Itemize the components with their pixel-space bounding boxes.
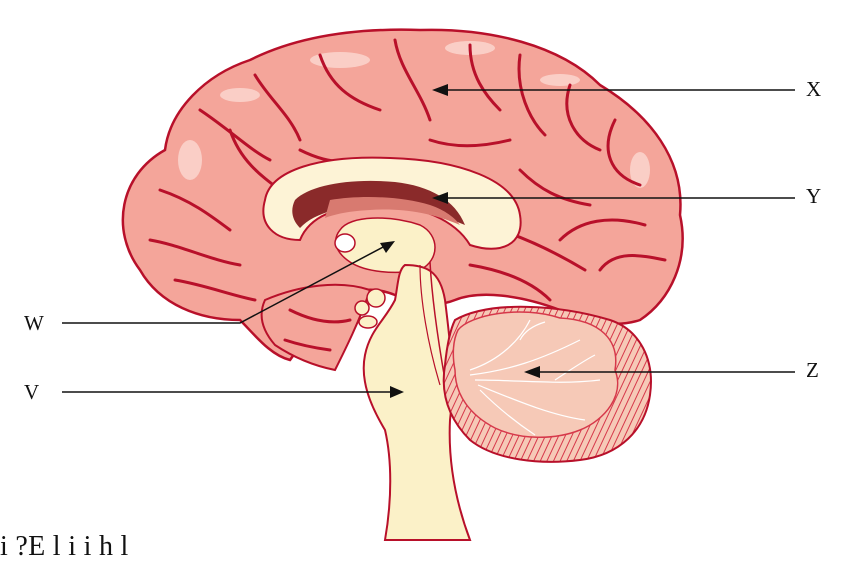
label-v: V bbox=[24, 380, 40, 404]
fourth-ventricle-line bbox=[419, 264, 441, 386]
label-y: Y bbox=[806, 184, 822, 208]
cerebral-aqueduct bbox=[429, 261, 446, 381]
fornix-bulb bbox=[334, 233, 356, 253]
ventricle-inner bbox=[325, 197, 460, 225]
question-caption: i ?E l i i h l bbox=[0, 531, 129, 562]
leader-lines bbox=[62, 89, 795, 393]
pituitary bbox=[354, 288, 386, 329]
label-z: Z bbox=[806, 358, 819, 382]
brainstem bbox=[362, 263, 472, 541]
label-x: X bbox=[806, 77, 822, 101]
temporal-lobe bbox=[260, 283, 372, 372]
arbor-vitae bbox=[469, 319, 601, 436]
label-w: W bbox=[24, 311, 44, 335]
arrowheads bbox=[380, 84, 540, 398]
